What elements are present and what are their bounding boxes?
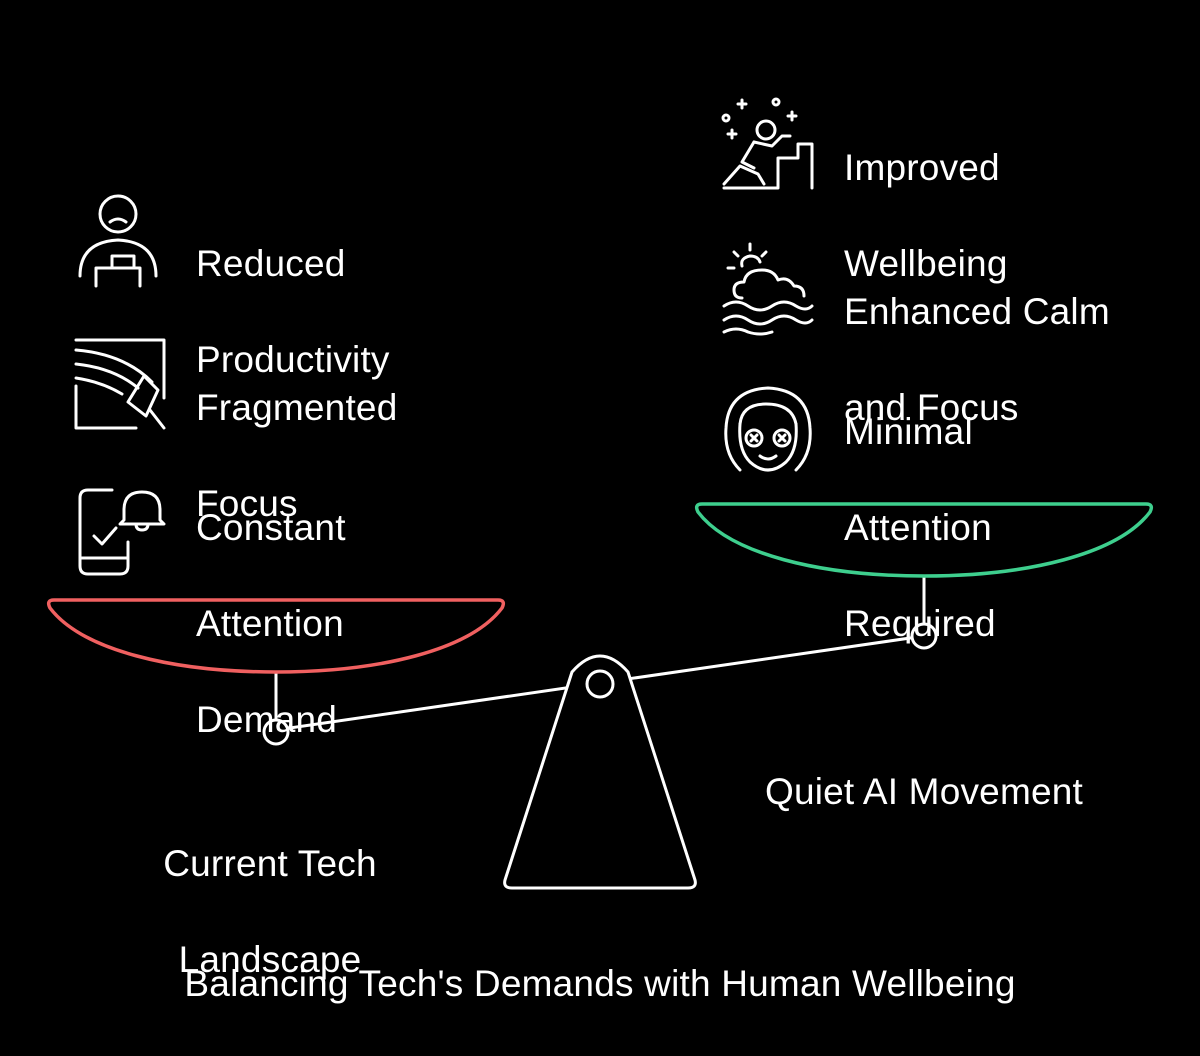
left-side-label-line: Landscape [178, 939, 362, 980]
right-item-improved-wellbeing: Improved Wellbeing [844, 96, 1008, 336]
sun-cloud-waves-icon [722, 242, 814, 336]
left-item-label-line: Attention [196, 603, 344, 644]
right-side-label: Quiet AI Movement [724, 720, 1124, 864]
left-item-label-line: Constant [196, 507, 346, 548]
right-item-label-line: Minimal [844, 411, 973, 452]
scale-fulcrum [503, 654, 697, 890]
spa-face-icon [724, 386, 812, 472]
left-side-label: Current Tech Landscape [120, 792, 420, 1032]
right-item-label-line: Enhanced Calm [844, 291, 1110, 332]
broken-focus-icon [74, 338, 166, 430]
left-pan [46, 598, 506, 674]
right-item-label-line: Improved [844, 147, 1000, 188]
relaxing-person-icon [721, 97, 814, 190]
right-item-label-line: Attention [844, 507, 992, 548]
left-beam-joint [262, 718, 290, 746]
fulcrum-pivot [585, 669, 615, 699]
right-item-label-line: and Focus [844, 387, 1019, 428]
left-item-fragmented-focus: Fragmented Focus [196, 336, 398, 576]
phone-notification-icon [78, 488, 166, 576]
diagram-title: Balancing Tech's Demands with Human Well… [100, 912, 1100, 1056]
left-item-label-line: Demand [196, 699, 338, 740]
left-item-label-line: Focus [196, 483, 298, 524]
diagram-title-text: Balancing Tech's Demands with Human Well… [184, 963, 1016, 1004]
right-item-minimal-attention: Minimal Attention Required [844, 360, 996, 696]
left-item-label-line: Reduced [196, 243, 346, 284]
right-item-label-line: Wellbeing [844, 243, 1008, 284]
left-item-label-line: Productivity [196, 339, 390, 380]
right-side-label-text: Quiet AI Movement [764, 771, 1084, 812]
left-item-reduced-productivity: Reduced Productivity [196, 192, 390, 432]
left-item-constant-attention-demand: Constant Attention Demand [196, 456, 346, 792]
right-beam-joint [910, 622, 938, 650]
right-pan [694, 502, 1154, 578]
right-item-enhanced-calm: Enhanced Calm and Focus [844, 240, 1110, 480]
left-item-label-line: Fragmented [196, 387, 398, 428]
person-desk-icon [78, 194, 158, 288]
right-item-label-line: Required [844, 603, 996, 644]
left-side-label-line: Current Tech [163, 843, 377, 884]
